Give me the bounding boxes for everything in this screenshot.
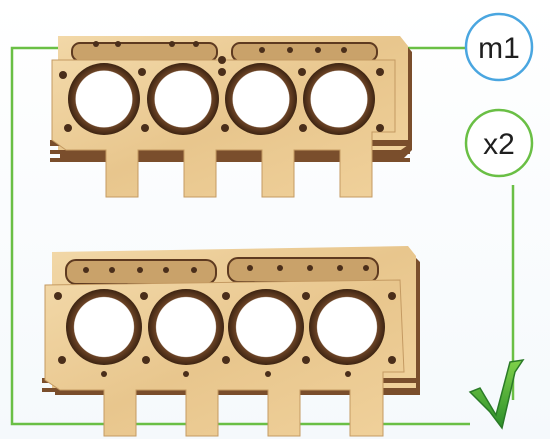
engine-block-part-bottom — [42, 246, 420, 436]
cylinder-bore-2 — [148, 289, 224, 365]
engine-block-part-top — [50, 36, 412, 197]
cylinder-bore-1 — [68, 63, 140, 135]
quantity-badge-label: x2 — [483, 128, 515, 161]
cylinder-bore-2 — [147, 63, 219, 135]
cylinder-bore-1 — [66, 289, 142, 365]
quantity-badge: x2 — [466, 110, 532, 176]
cylinder-bore-4 — [303, 63, 375, 135]
cylinder-bore-3 — [228, 289, 304, 365]
checkmark-icon — [470, 360, 523, 428]
cylinder-bore-3 — [225, 63, 297, 135]
material-badge-label: m1 — [478, 32, 520, 65]
cylinder-bore-4 — [309, 289, 385, 365]
material-badge: m1 — [466, 14, 532, 80]
